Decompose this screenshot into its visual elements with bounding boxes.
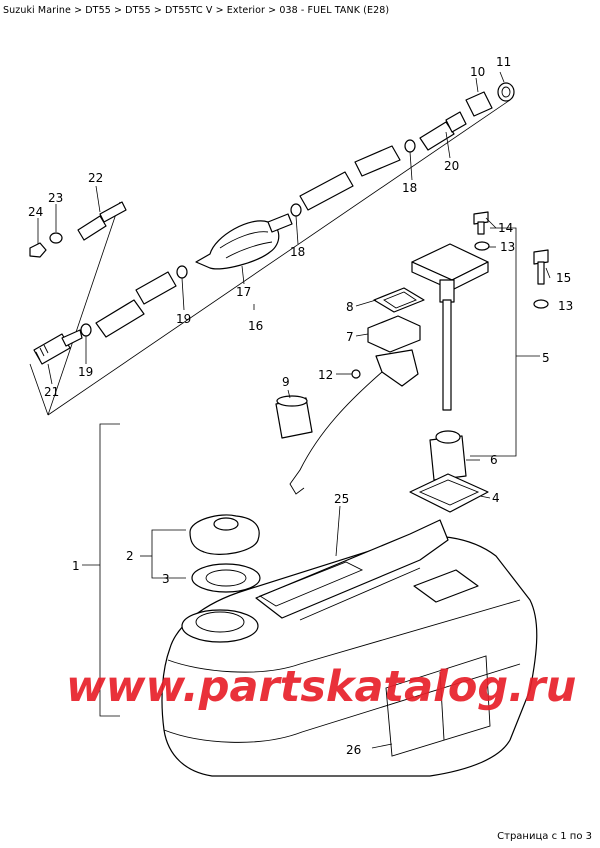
gauge-float-assembly — [275, 287, 425, 495]
callout-11: 11 — [496, 55, 511, 69]
callout-24: 24 — [28, 205, 43, 219]
callout-6: 6 — [490, 453, 498, 467]
callout-3: 3 — [162, 572, 170, 586]
callout-4: 4 — [492, 491, 500, 505]
callout-2: 2 — [126, 549, 134, 563]
fuel-hose-assembly — [29, 82, 515, 416]
callout-13-upper: 13 — [500, 240, 515, 254]
callout-16: 16 — [248, 319, 263, 333]
fuel-pickup-assembly — [409, 211, 549, 513]
callout-17: 17 — [236, 285, 251, 299]
callout-14: 14 — [498, 221, 513, 235]
callout-18-right: 18 — [402, 181, 417, 195]
callout-23: 23 — [48, 191, 63, 205]
callout-21: 21 — [44, 385, 59, 399]
callout-8: 8 — [346, 300, 354, 314]
callout-5: 5 — [542, 351, 550, 365]
callout-19-left: 19 — [78, 365, 93, 379]
callout-9: 9 — [282, 375, 290, 389]
watermark: www.partskatalog.ru — [66, 662, 576, 712]
callout-15: 15 — [556, 271, 571, 285]
callout-7: 7 — [346, 330, 354, 344]
callout-20: 20 — [444, 159, 459, 173]
callout-19-mid: 19 — [176, 312, 191, 326]
callout-25: 25 — [334, 492, 349, 506]
breadcrumb: Suzuki Marine > DT55 > DT55 > DT55TC V >… — [3, 5, 390, 16]
callout-10: 10 — [470, 65, 485, 79]
page-counter: Страница с 1 по 3 — [497, 831, 592, 842]
callout-1: 1 — [72, 559, 80, 573]
leader-lines — [37, 71, 551, 749]
fuel-tank — [82, 423, 538, 777]
callout-numbers: 1 2 3 4 5 6 7 8 9 10 11 12 13 13 14 15 1… — [28, 55, 573, 757]
callout-12: 12 — [318, 368, 333, 382]
callout-22: 22 — [88, 171, 103, 185]
callout-13-lower: 13 — [558, 299, 573, 313]
callout-26: 26 — [346, 743, 361, 757]
callout-18-mid: 18 — [290, 245, 305, 259]
